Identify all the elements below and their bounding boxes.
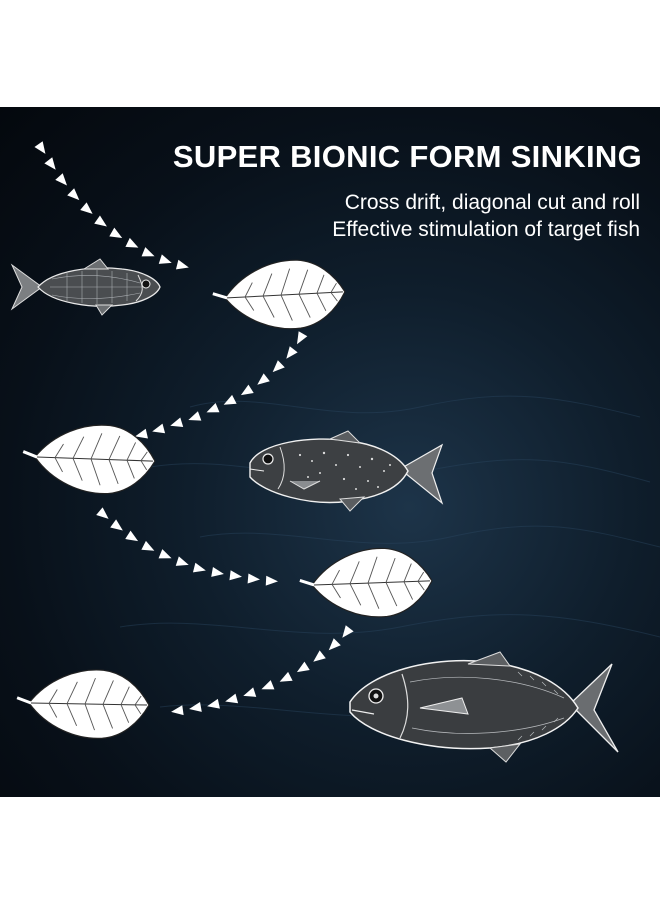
leaf-icon <box>14 667 152 741</box>
feature-line-2: Effective stimulation of target fish <box>332 218 640 241</box>
arrow-trail-3 <box>96 507 279 587</box>
fish-icon <box>10 258 161 316</box>
leaf-icon <box>209 256 349 335</box>
banner-title: SUPER BIONIC FORM SINKING <box>172 139 642 174</box>
fish-icon <box>249 430 444 512</box>
sinking-path-illustration <box>10 141 660 763</box>
arrow-trail-2 <box>134 331 308 442</box>
leaf-icon <box>297 545 435 622</box>
arrow-trail-1 <box>34 141 191 273</box>
product-banner: SUPER BIONIC FORM SINKING Cross drift, d… <box>0 107 660 797</box>
arrow-trail-4 <box>170 625 354 717</box>
fish-icon <box>349 651 619 763</box>
leaf-icon <box>20 420 158 497</box>
feature-line-1: Cross drift, diagonal cut and roll <box>344 191 640 214</box>
